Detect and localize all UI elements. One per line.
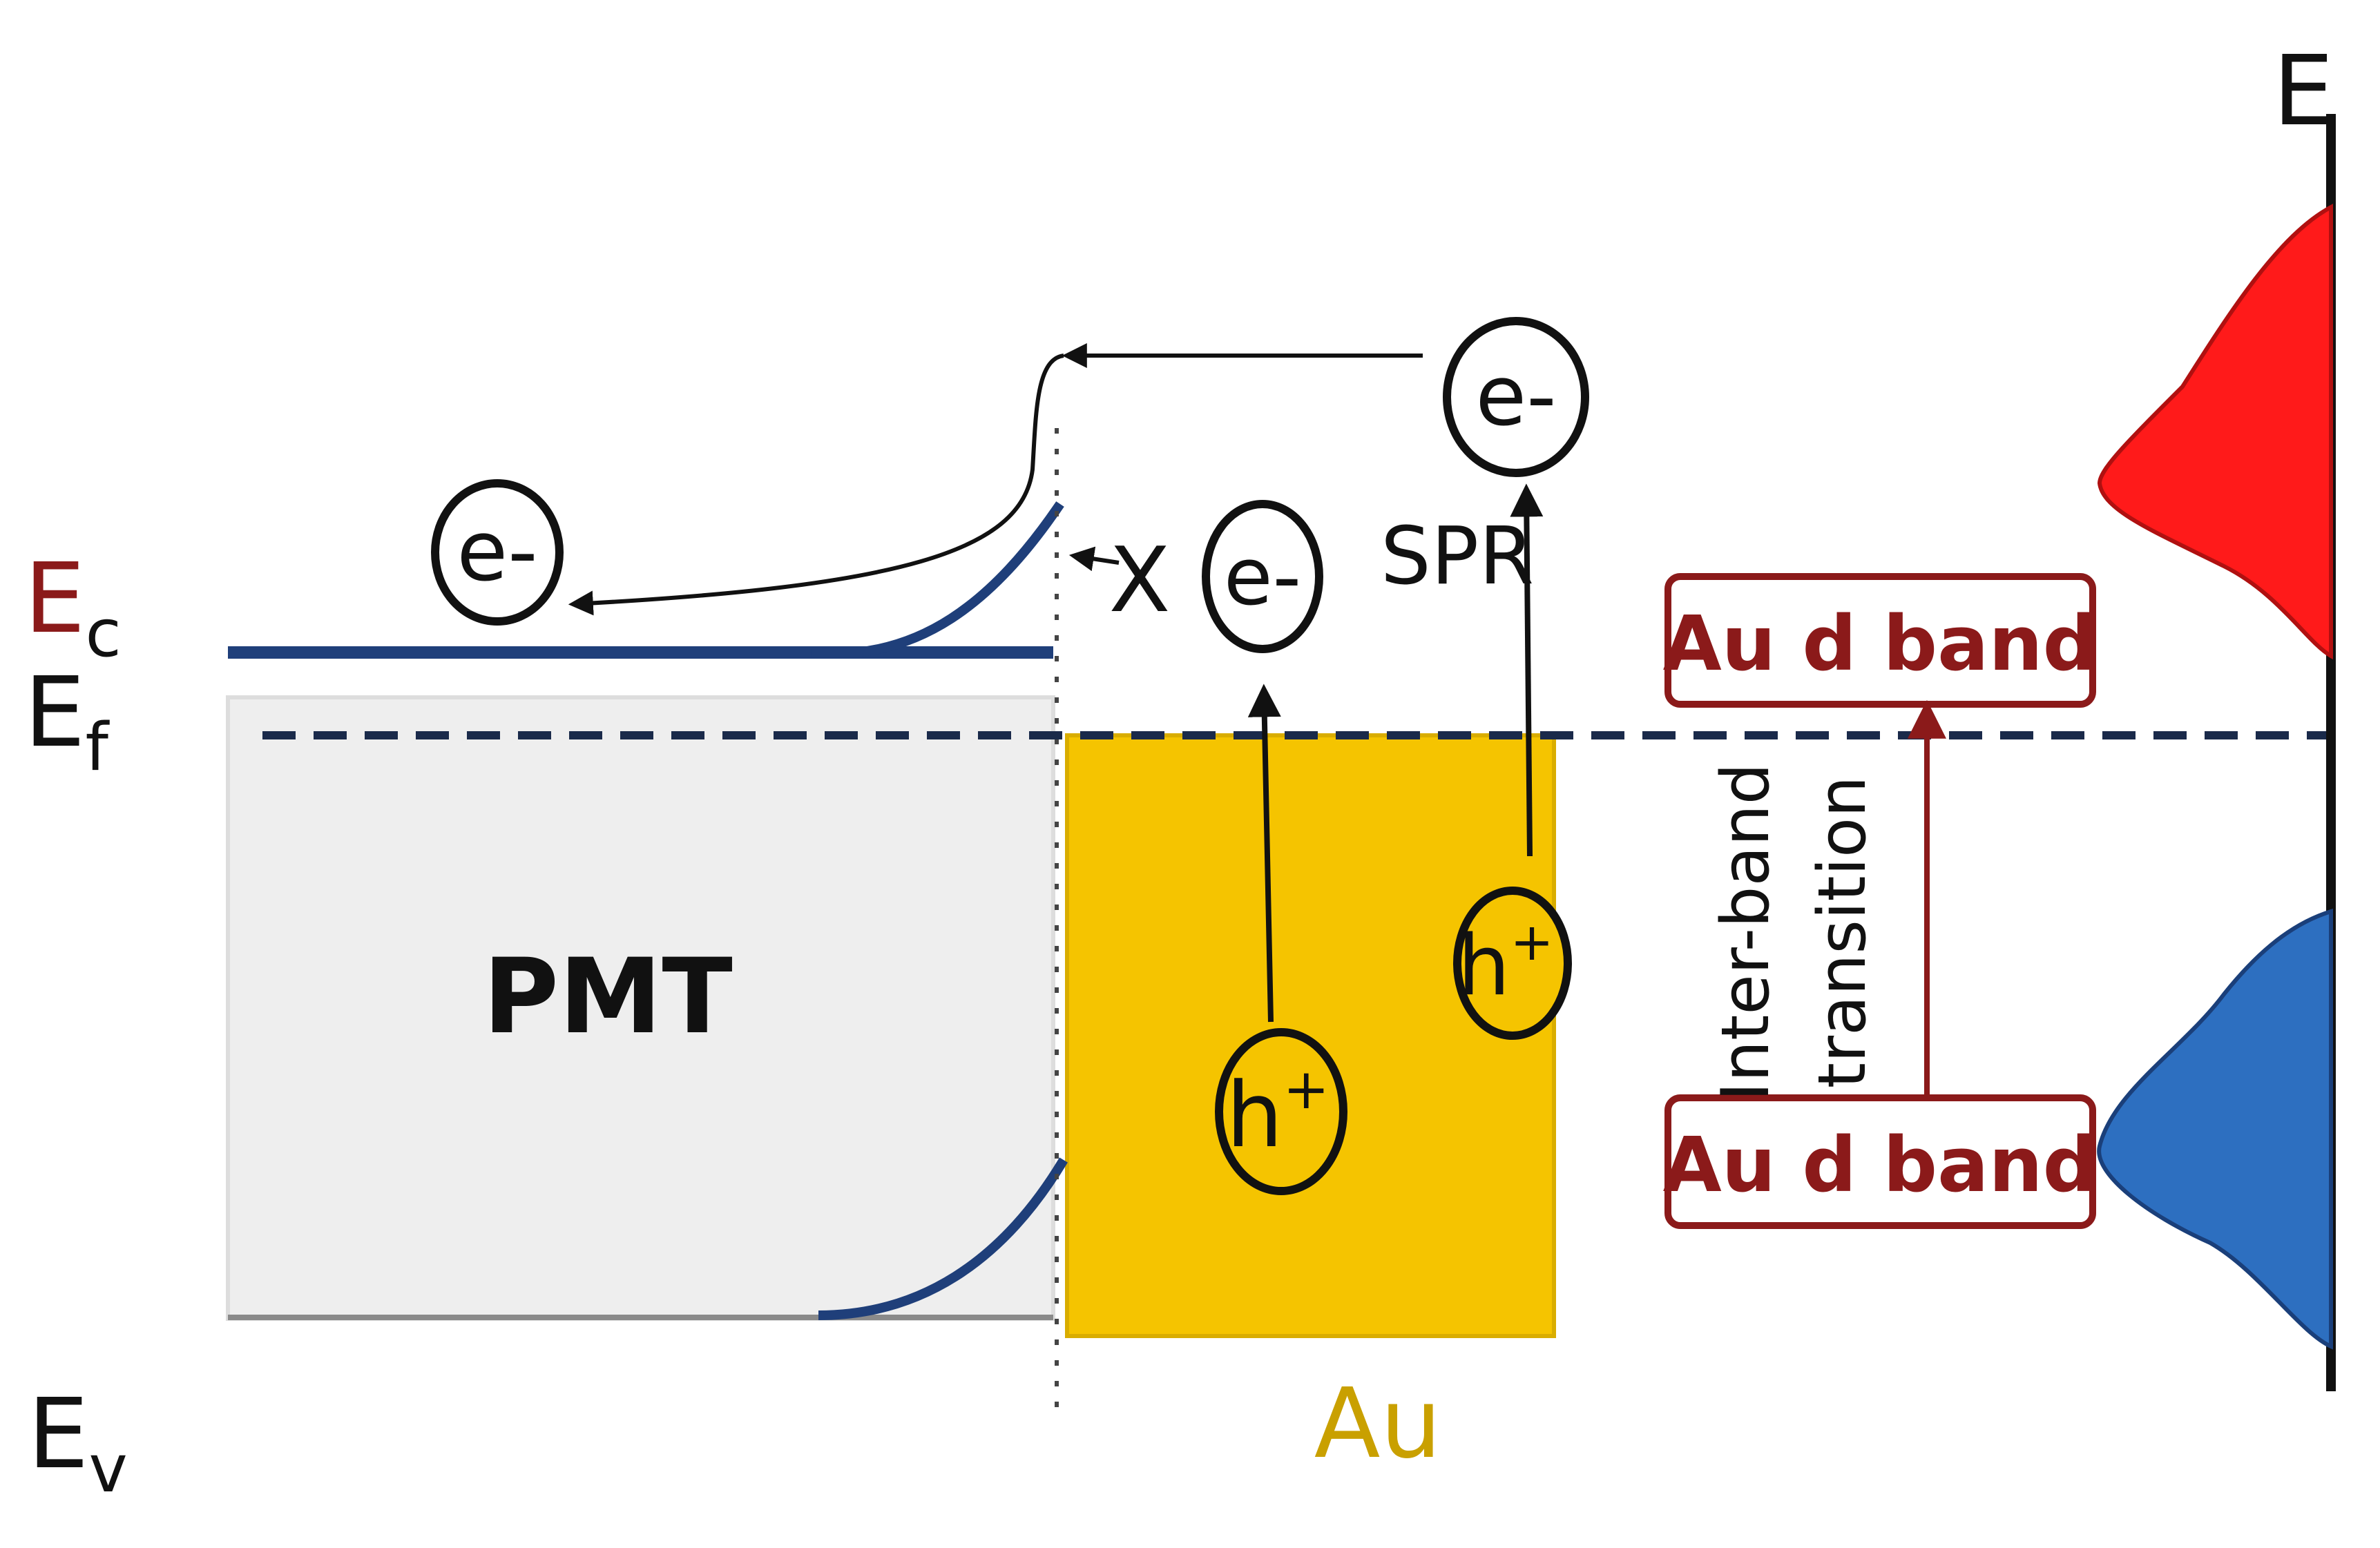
au-d-band-bottom-box	[1664, 1094, 2096, 1229]
conduction-band-bend	[811, 501, 1064, 659]
blocked-mark: X	[1109, 528, 1170, 632]
hole-1-main: h	[1226, 1063, 1283, 1168]
interband-label-line2: transition	[1805, 776, 1881, 1089]
hole-1	[1215, 1028, 1347, 1195]
energy-axis-label: E	[2273, 35, 2334, 148]
dos-upper-shape	[2097, 203, 2333, 660]
hole-1-label: h+	[1226, 1057, 1329, 1168]
au-d-band-top-box	[1664, 573, 2096, 708]
ev-label: Ev	[28, 1378, 128, 1507]
transfer-arrow-curve	[568, 354, 1064, 616]
interband-label-line1: Inter-band	[1708, 763, 1784, 1101]
electron-pmt-label: e-	[457, 504, 537, 600]
excitation-line-1	[1247, 684, 1281, 1023]
ec-label: Ec	[24, 543, 122, 672]
electron-au-low-label: e-	[1224, 531, 1301, 623]
hole-2-sup: +	[1510, 911, 1554, 972]
ef-label-main: E	[24, 657, 85, 769]
valence-band-bend	[818, 1157, 1068, 1320]
hole-1-sup: +	[1283, 1057, 1330, 1121]
au-d-band-bottom-label: Au d band	[1663, 1121, 2098, 1209]
blocked-arrow	[1068, 546, 1120, 572]
ev-label-main: E	[28, 1378, 88, 1491]
ec-label-main: E	[24, 543, 85, 655]
ev-label-sub: v	[88, 1431, 127, 1507]
pmt-label: PMT	[483, 937, 733, 1057]
electron-au-high-label: e-	[1475, 349, 1556, 445]
dos-lower-shape	[2097, 908, 2333, 1350]
electron-au-low	[1202, 500, 1323, 653]
ec-label-sub: c	[85, 596, 121, 672]
hole-2	[1453, 887, 1572, 1040]
au-d-band-top-label: Au d band	[1663, 599, 2098, 688]
au-block	[1065, 733, 1556, 1338]
hole-2-main: h	[1458, 918, 1510, 1014]
pmt-block	[226, 695, 1055, 1321]
excitation-line-2	[1510, 483, 1544, 857]
electron-au-high	[1443, 317, 1589, 477]
electron-pmt	[431, 479, 564, 626]
ef-label: Ef	[24, 657, 110, 786]
ef-label-sub: f	[85, 710, 110, 786]
hole-2-label: h+	[1458, 911, 1554, 1014]
spr-label: SPR	[1381, 510, 1534, 603]
au-label: Au	[1314, 1368, 1442, 1480]
